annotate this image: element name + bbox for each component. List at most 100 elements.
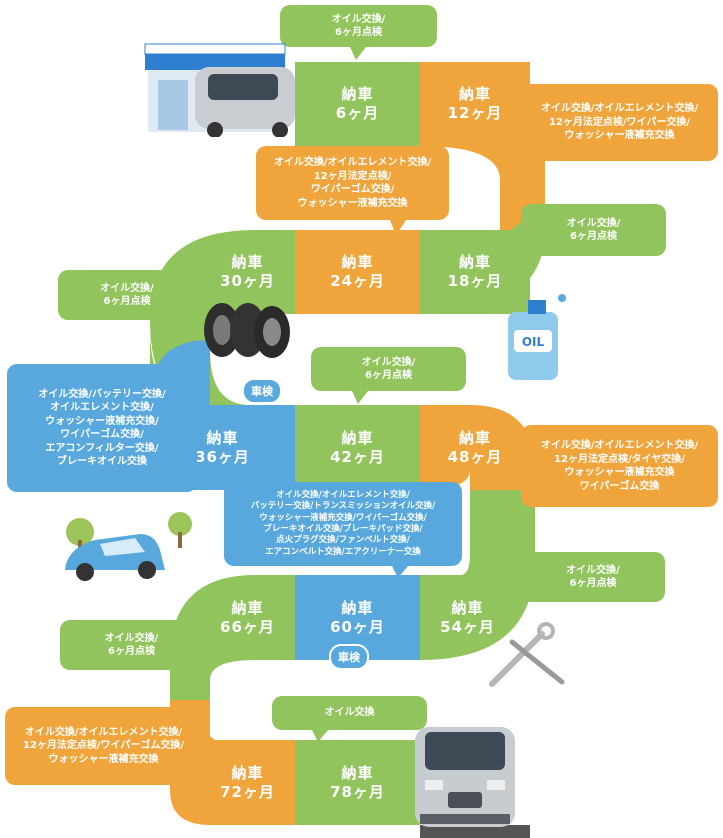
- bubble-line: 点火プラグ交換/ファンベルト交換/: [276, 535, 410, 546]
- bubble-line: ブレーキオイル交換: [57, 456, 147, 467]
- bubble-line: 12ヶ月法定点検/タイヤ交換/: [554, 453, 685, 465]
- bubble-24: オイル交換/オイルエレメント交換/ 12ヶ月法定点検/ ワイパーゴム交換/ ウォ…: [256, 146, 449, 220]
- milestone-month: 48ヶ月: [447, 447, 503, 466]
- bubble-line: オイルエレメント交換/: [50, 402, 154, 413]
- bubble-line: 6ヶ月点検: [103, 296, 151, 307]
- bubble-54: オイル交換/ 6ヶ月点検: [521, 552, 665, 602]
- bubble-line: オイル交換/: [331, 13, 386, 25]
- milestone-78: 納車 78ヶ月: [295, 740, 420, 825]
- bubble-66: オイル交換/ 6ヶ月点検: [60, 620, 203, 670]
- milestone-month: 36ヶ月: [195, 447, 250, 466]
- bubble-line: エアコンベルト交換/エアクリーナー交換: [265, 546, 421, 557]
- bubble-36: オイル交換/バッテリー交換/ オイルエレメント交換/ ウォッシャー液補充交換/ …: [7, 364, 197, 492]
- oil-can-illustration: OIL: [508, 294, 566, 380]
- milestone-label: 納車: [341, 763, 374, 782]
- milestone-month: 42ヶ月: [330, 447, 385, 466]
- bubble-line: 12ヶ月法定点検/ワイパー交換/: [548, 116, 691, 128]
- bubble-18: オイル交換/ 6ヶ月点検: [521, 204, 666, 256]
- milestone-18: 納車 18ヶ月: [420, 230, 530, 314]
- bubble-line: ウォッシャー液補充交換: [297, 197, 408, 209]
- milestone-label: 納車: [231, 253, 264, 272]
- milestone-label: 納車: [341, 253, 374, 272]
- milestone-label: 納車: [458, 253, 491, 272]
- car-shop-illustration: [144, 43, 295, 137]
- bubble-72: オイル交換/オイルエレメント交換/ 12ヶ月法定点検/ワイパーゴム交換/ ウォッ…: [5, 707, 202, 785]
- oil-can-label: OIL: [522, 335, 545, 349]
- tires-illustration: [204, 303, 290, 358]
- bubble-line: オイル交換/: [566, 217, 621, 229]
- milestone-54: 納車 54ヶ月: [420, 575, 515, 660]
- bubble-48: オイル交換/オイルエレメント交換/ 12ヶ月法定点検/タイヤ交換/ ウォッシャー…: [521, 425, 718, 507]
- ground-bar: [420, 825, 530, 838]
- bubble-line: オイル交換/オイルエレメント交換/: [540, 103, 699, 115]
- arc-48: [420, 405, 535, 490]
- milestone-month: 78ヶ月: [330, 782, 385, 801]
- milestone-month: 24ヶ月: [330, 272, 385, 290]
- bubble-30: オイル交換/ 6ヶ月点検: [58, 270, 196, 320]
- bubble-line: ウォッシャー液補充交換: [564, 130, 675, 142]
- milestone-month: 6ヶ月: [335, 104, 380, 122]
- bubble-line: ワイパーゴム交換: [579, 480, 660, 492]
- milestone-month: 72ヶ月: [220, 782, 275, 801]
- bubble-line: エアコンフィルター交換/: [45, 442, 159, 454]
- milestone-month: 18ヶ月: [447, 272, 503, 290]
- bubble-line: 6ヶ月点検: [570, 231, 617, 242]
- milestone-month: 12ヶ月: [447, 104, 503, 122]
- bubble-line: オイル交換/オイルエレメント交換/: [276, 489, 410, 500]
- milestone-label: 納車: [458, 85, 491, 104]
- bubble-line: ブレーキオイル交換/ブレーキパッド交換/: [263, 524, 423, 534]
- bubble-line: ワイパーゴム交換/: [310, 184, 395, 195]
- bubble-line: 6ヶ月点検: [335, 27, 382, 38]
- bubble-line: ウォッシャー液補充交換/ワイパーゴム交換/: [259, 512, 427, 523]
- bubble-line: オイル交換/オイルエレメント交換/: [273, 157, 432, 168]
- milestone-66: 納車 66ヶ月: [200, 575, 295, 660]
- milestone-month: 30ヶ月: [220, 272, 275, 290]
- milestone-label: 納車: [458, 428, 491, 447]
- milestone-label: 納車: [451, 598, 484, 617]
- milestone-24: 納車 24ヶ月: [295, 230, 420, 314]
- bubble-line: バッテリー交換/トランスミッションオイル交換/: [250, 501, 436, 512]
- front-car-illustration: [415, 727, 515, 827]
- bubble-6: オイル交換/ 6ヶ月点検: [280, 5, 437, 47]
- milestone-label: 納車: [231, 763, 264, 782]
- milestone-label: 納車: [341, 85, 374, 104]
- bubble-line: オイル交換/: [566, 564, 620, 576]
- bubble-line: オイル交換/バッテリー交換/: [38, 388, 166, 400]
- bubble-line: ウォッシャー液補充交換: [48, 753, 159, 765]
- bubble-78: オイル交換: [272, 696, 427, 730]
- bubble-line: ウォッシャー液補充交換/: [45, 415, 159, 427]
- shaken-tag: 車検: [242, 378, 282, 404]
- milestone-month: 54ヶ月: [440, 617, 495, 636]
- bubble-line: オイル交換/: [104, 632, 159, 644]
- milestone-12: 納車 12ヶ月: [420, 62, 530, 146]
- blue-car-illustration: [65, 512, 192, 581]
- bubble-line: ウォッシャー液補充交換: [564, 467, 675, 478]
- bubble-line: ワイパーゴム交換/: [60, 429, 144, 440]
- milestone-month: 60ヶ月: [330, 617, 385, 636]
- bubble-line: 12ヶ月法定点検/ワイパーゴム交換/: [22, 740, 185, 752]
- milestone-6: 納車 6ヶ月: [295, 62, 420, 146]
- bubble-42: オイル交換/ 6ヶ月点検: [311, 347, 466, 391]
- milestone-label: 納車: [341, 598, 374, 617]
- milestone-label: 納車: [341, 428, 374, 447]
- milestone-label: 納車: [231, 598, 264, 617]
- shaken-tag: 車検: [329, 644, 369, 670]
- bubble-12: オイル交換/オイルエレメント交換/ 12ヶ月法定点検/ワイパー交換/ ウォッシャ…: [521, 84, 718, 161]
- bubble-line: オイル交換/オイルエレメント交換/: [24, 726, 183, 738]
- bubble-line: オイル交換/オイルエレメント交換/: [540, 440, 699, 451]
- milestone-42: 納車 42ヶ月: [295, 405, 420, 490]
- bubble-line: 6ヶ月点検: [108, 646, 155, 657]
- bubble-line: オイル交換: [324, 707, 375, 719]
- milestone-48: 納車 48ヶ月: [420, 405, 530, 490]
- bubble-line: 6ヶ月点検: [569, 578, 617, 589]
- milestone-label: 納車: [206, 428, 239, 447]
- milestone-30: 納車 30ヶ月: [200, 230, 295, 314]
- tools-illustration: [489, 622, 565, 687]
- arc-54: [420, 490, 535, 660]
- bubble-60: オイル交換/オイルエレメント交換/ バッテリー交換/トランスミッションオイル交換…: [224, 482, 462, 566]
- milestone-month: 66ヶ月: [220, 617, 275, 636]
- bubble-line: 6ヶ月点検: [365, 370, 412, 381]
- bubble-line: オイル交換/: [100, 282, 154, 294]
- milestone-72: 納車 72ヶ月: [200, 740, 295, 825]
